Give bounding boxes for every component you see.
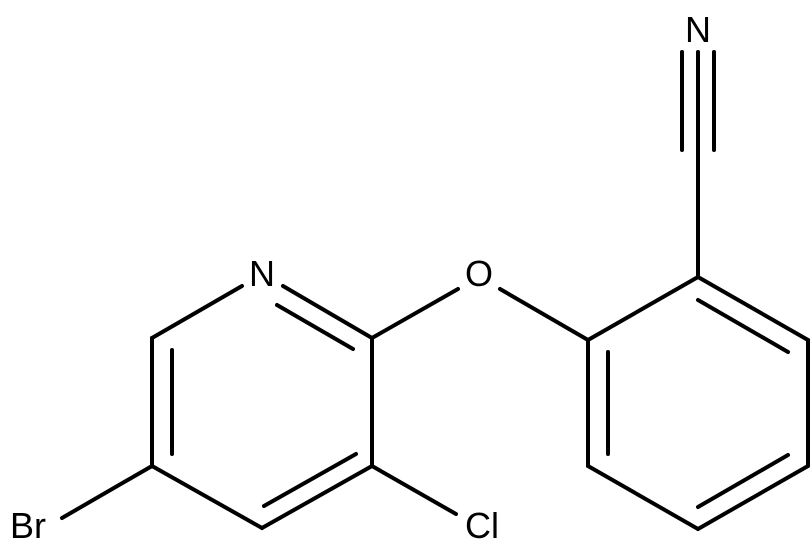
benzene-ring (586, 275, 810, 531)
bond-b2-b3-inner (696, 298, 790, 354)
atom-label-cl: Cl (465, 505, 499, 546)
bond-c5-c4 (150, 464, 264, 530)
bond-b5-b6 (586, 464, 700, 531)
atom-label-br: Br (10, 505, 46, 546)
bond-c2-o (370, 287, 460, 340)
bond-b1-b2 (586, 275, 700, 342)
bond-b4-b5-inner (696, 453, 790, 509)
bond-b2-b3 (696, 275, 810, 342)
bond-c4-c3 (260, 464, 374, 530)
atom-label-o-ether: O (465, 253, 493, 294)
atom-label-n-pyridine: N (249, 253, 275, 294)
bond-c3-cl (370, 464, 458, 516)
pyridine-ring (150, 284, 374, 530)
bond-b4-b5 (696, 464, 810, 531)
bond-o-c1prime (498, 287, 590, 342)
bond-c2-n (281, 284, 374, 340)
bond-c4-c3-inner (262, 452, 358, 508)
bond-c5-br (60, 464, 154, 520)
nitrile-group (680, 50, 716, 279)
bond-n-c6 (150, 284, 244, 340)
atom-label-n-nitrile: N (685, 9, 711, 50)
bond-c2-n-inner (275, 303, 355, 351)
